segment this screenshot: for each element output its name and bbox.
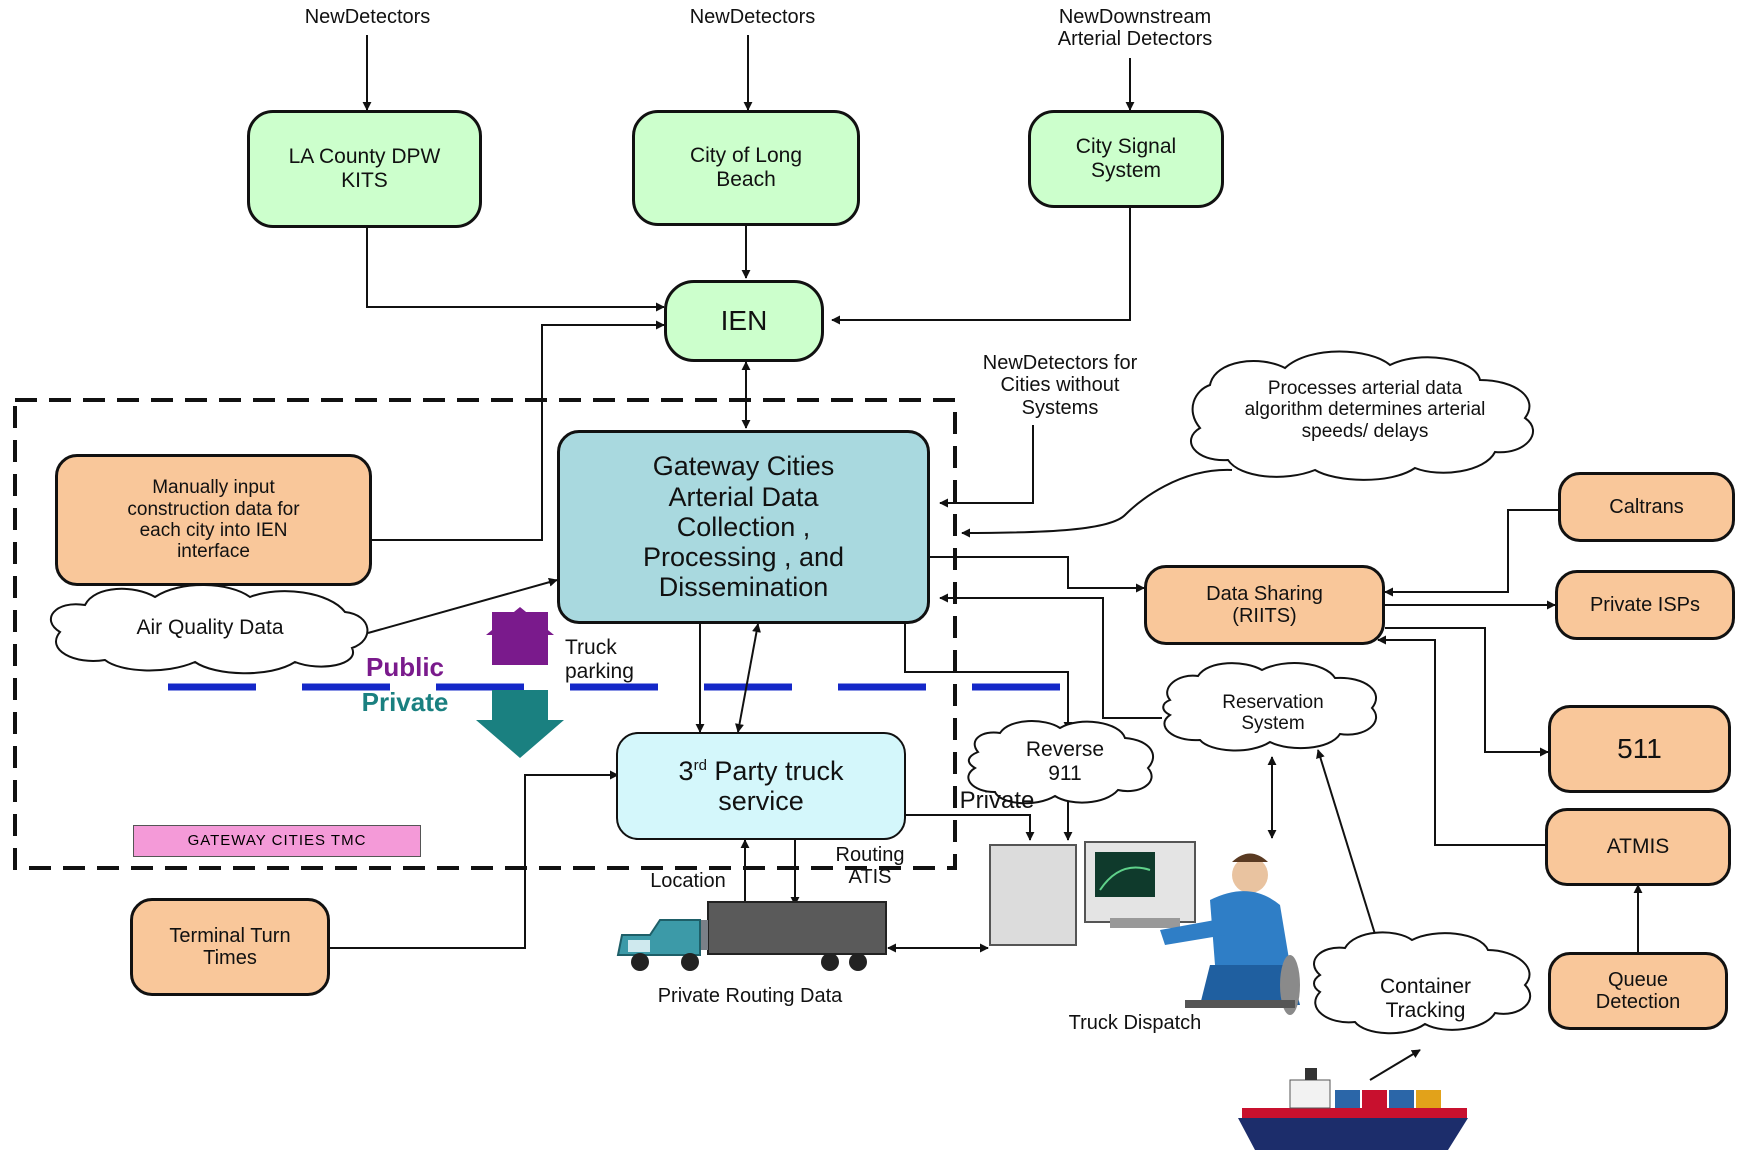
connector-terminal-3rdparty <box>330 770 619 949</box>
cloud-processes-text: Processes arterial data algorithm determ… <box>1244 378 1486 442</box>
public-up-arrow-head <box>486 607 554 635</box>
connector-air-gateway <box>367 577 558 634</box>
label-truck-parking: Truck parking <box>565 636 634 683</box>
dispatcher-workstation-icon <box>989 841 1300 1015</box>
label-private-divider: Private <box>361 687 449 717</box>
connector-reservation-gateway <box>939 593 1162 719</box>
node-caltrans: Caltrans <box>1558 472 1735 542</box>
node-queue-detection: Queue Detection <box>1548 952 1728 1030</box>
container-ship-icon <box>1238 1068 1468 1150</box>
node-manual-construction-input: Manually input construction data for eac… <box>55 454 372 586</box>
connector-truckparking <box>735 623 761 733</box>
connector-ship-container <box>1369 1049 1421 1081</box>
input-new-detectors-2: NewDetectors <box>689 6 816 28</box>
connector-manual-ien <box>372 320 665 541</box>
cloud-reservation-text: Reservation System <box>1222 692 1324 735</box>
cloud-container-tracking <box>1313 931 1532 1035</box>
connector-caltrans-datasharing <box>1384 509 1558 597</box>
connector-datasharing-511 <box>1385 627 1549 757</box>
node-ien: IEN <box>664 280 824 362</box>
label-location: Location <box>650 870 726 892</box>
node-3rd-party-truck-service: 3rd Party truck service <box>616 732 906 840</box>
cloud-processes <box>1190 350 1535 481</box>
node-atmis: ATMIS <box>1545 808 1731 886</box>
connector-gateway-reverse911 <box>904 624 1073 731</box>
node-city-of-long-beach: City of Long Beach <box>632 110 860 226</box>
label-public: Public <box>365 652 444 682</box>
input-new-detectors-cities: NewDetectors for Cities without Systems <box>982 352 1138 419</box>
connector-container-reservation <box>1316 749 1384 961</box>
input-new-detectors-1: NewDetectors <box>304 6 431 28</box>
label-private-routing-data: Private Routing Data <box>657 985 843 1007</box>
cloud-reverse-911-text: Reverse 911 <box>1025 738 1105 785</box>
label-gateway-cities-tmc: GATEWAY CITIES TMC <box>133 825 421 857</box>
node-data-sharing-riits: Data Sharing (RIITS) <box>1144 565 1385 645</box>
3rd-party-line2: service <box>718 786 804 816</box>
label-truck-dispatch: Truck Dispatch <box>1068 1012 1202 1034</box>
3rd-party-ordinal-suffix: rd <box>693 756 707 774</box>
node-terminal-turn-times: Terminal Turn Times <box>130 898 330 996</box>
node-la-county-dpw-kits: LA County DPW KITS <box>247 110 482 228</box>
connector-gateway-datasharing <box>930 556 1145 593</box>
cloud-reservation <box>1162 662 1378 752</box>
tmc-boundary <box>13 398 957 870</box>
label-routing-atis: Routing ATIS <box>835 844 905 889</box>
node-gateway-cities-arterial-data: Gateway Cities Arterial Data Collection … <box>557 430 930 624</box>
cloud-air-quality <box>49 584 369 675</box>
input-new-downstream-detectors: NewDownstream Arterial Detectors <box>1057 6 1213 51</box>
node-511: 511 <box>1548 705 1731 793</box>
3rd-party-line1-number: 3 <box>678 755 694 786</box>
connector-atmis-datasharing <box>1377 635 1545 846</box>
connector-processes-gateway <box>961 468 1233 538</box>
3rd-party-line1-text: Party truck <box>706 755 844 786</box>
node-city-signal-system: City Signal System <box>1028 110 1224 208</box>
connector-newdetectors-gateway <box>939 425 1034 508</box>
truck-icon <box>616 901 887 971</box>
cloud-container-tracking-text: Container Tracking <box>1379 975 1472 1022</box>
connector-la-ien <box>366 228 665 312</box>
cloud-air-quality-text: Air Quality Data <box>136 616 284 639</box>
label-private-flow: Private <box>959 787 1035 814</box>
connector-signal-ien <box>831 208 1131 325</box>
cloud-reverse-911 <box>967 720 1154 805</box>
private-down-arrow <box>476 690 564 758</box>
node-private-isps: Private ISPs <box>1555 570 1735 640</box>
connector-private-dispatch <box>905 814 1035 841</box>
